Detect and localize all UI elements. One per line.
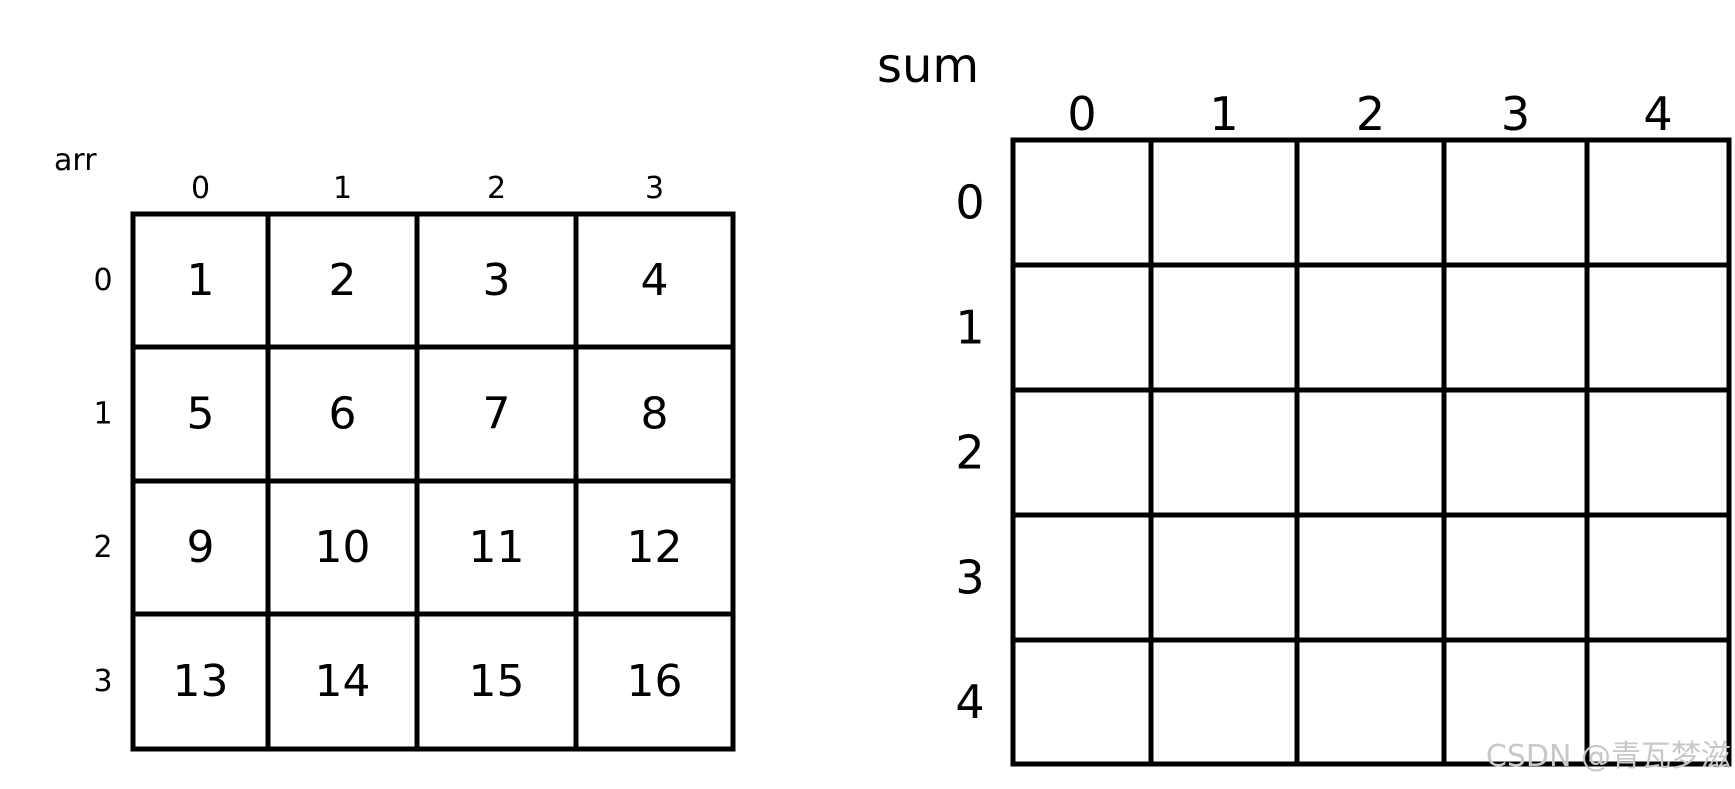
arr-row-index: 2 — [93, 530, 112, 565]
arr-cell: 5 — [187, 389, 215, 440]
arr-cell: 2 — [329, 255, 357, 306]
arr-cell: 1 — [187, 255, 215, 306]
sum-col-index: 1 — [1209, 87, 1238, 141]
arr-title: arr — [54, 143, 97, 178]
arr-col-index: 0 — [191, 171, 210, 206]
arr-cell: 9 — [187, 522, 215, 573]
sum-row-index: 2 — [955, 426, 984, 480]
arr-cell: 11 — [469, 522, 525, 573]
sum-row-index: 3 — [955, 551, 984, 605]
csdn-watermark: CSDN @青瓦梦滋 — [1485, 739, 1731, 774]
arr-row-index: 0 — [93, 263, 112, 298]
arr-col-index: 3 — [645, 171, 664, 206]
arr-cell: 7 — [483, 389, 511, 440]
arr-col-index: 2 — [487, 171, 506, 206]
arr-cell: 4 — [641, 255, 669, 306]
arr-cell: 13 — [173, 656, 229, 707]
arr-cell: 16 — [627, 656, 683, 707]
sum-col-index: 2 — [1356, 87, 1385, 141]
arr-cell: 12 — [627, 522, 683, 573]
sum-row-index: 1 — [955, 301, 984, 355]
arr-row-index: 1 — [93, 397, 112, 432]
sum-row-index: 4 — [955, 675, 984, 729]
arr-cell: 6 — [329, 389, 357, 440]
sum-col-index: 3 — [1501, 87, 1530, 141]
arr-cell: 14 — [315, 656, 371, 707]
arr-cell: 10 — [315, 522, 371, 573]
arr-cell: 3 — [483, 255, 511, 306]
sum-col-index: 4 — [1643, 87, 1672, 141]
sum-title: sum — [877, 38, 980, 94]
arr-cell: 8 — [641, 389, 669, 440]
sum-row-index: 0 — [955, 176, 984, 230]
arr-row-index: 3 — [93, 664, 112, 699]
arr-col-index: 1 — [333, 171, 352, 206]
sum-col-index: 0 — [1067, 87, 1096, 141]
arr-cell: 15 — [469, 656, 525, 707]
